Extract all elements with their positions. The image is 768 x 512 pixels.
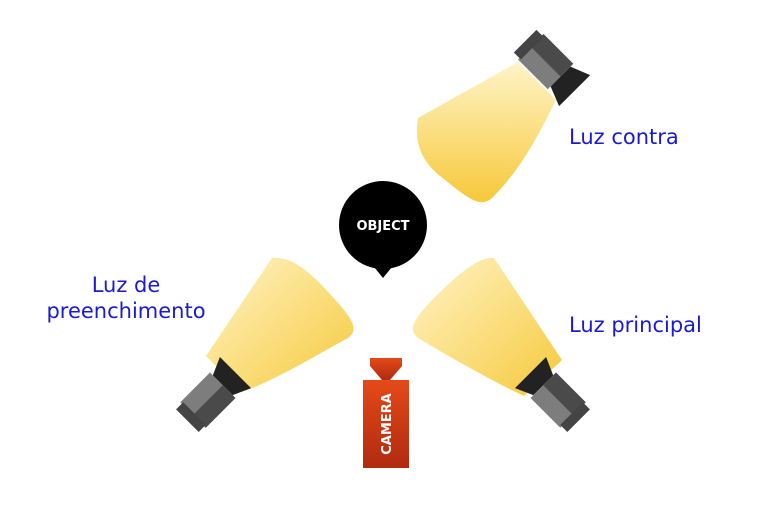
object-marker-icon: OBJECT	[339, 181, 427, 278]
key-light-beam	[412, 257, 562, 396]
fill-light-label: Luz de preenchimento	[38, 272, 214, 324]
fill-light-beam	[206, 257, 354, 392]
camera-label: CAMERA	[380, 393, 395, 455]
back-light	[416, 29, 591, 203]
fill-light-label-line2: preenchimento	[46, 299, 206, 323]
object-label: OBJECT	[356, 219, 409, 234]
back-light-beam	[416, 62, 556, 203]
key-light-label: Luz principal	[569, 313, 702, 337]
spotlight-icon	[513, 29, 591, 107]
camera-icon: CAMERA	[363, 358, 409, 468]
spotlight-icon	[514, 356, 590, 432]
key-light	[412, 257, 590, 432]
fill-light	[176, 257, 354, 432]
fill-light-label-line1: Luz de	[91, 273, 161, 297]
back-light-label: Luz contra	[569, 125, 679, 149]
spotlight-icon	[176, 356, 252, 432]
